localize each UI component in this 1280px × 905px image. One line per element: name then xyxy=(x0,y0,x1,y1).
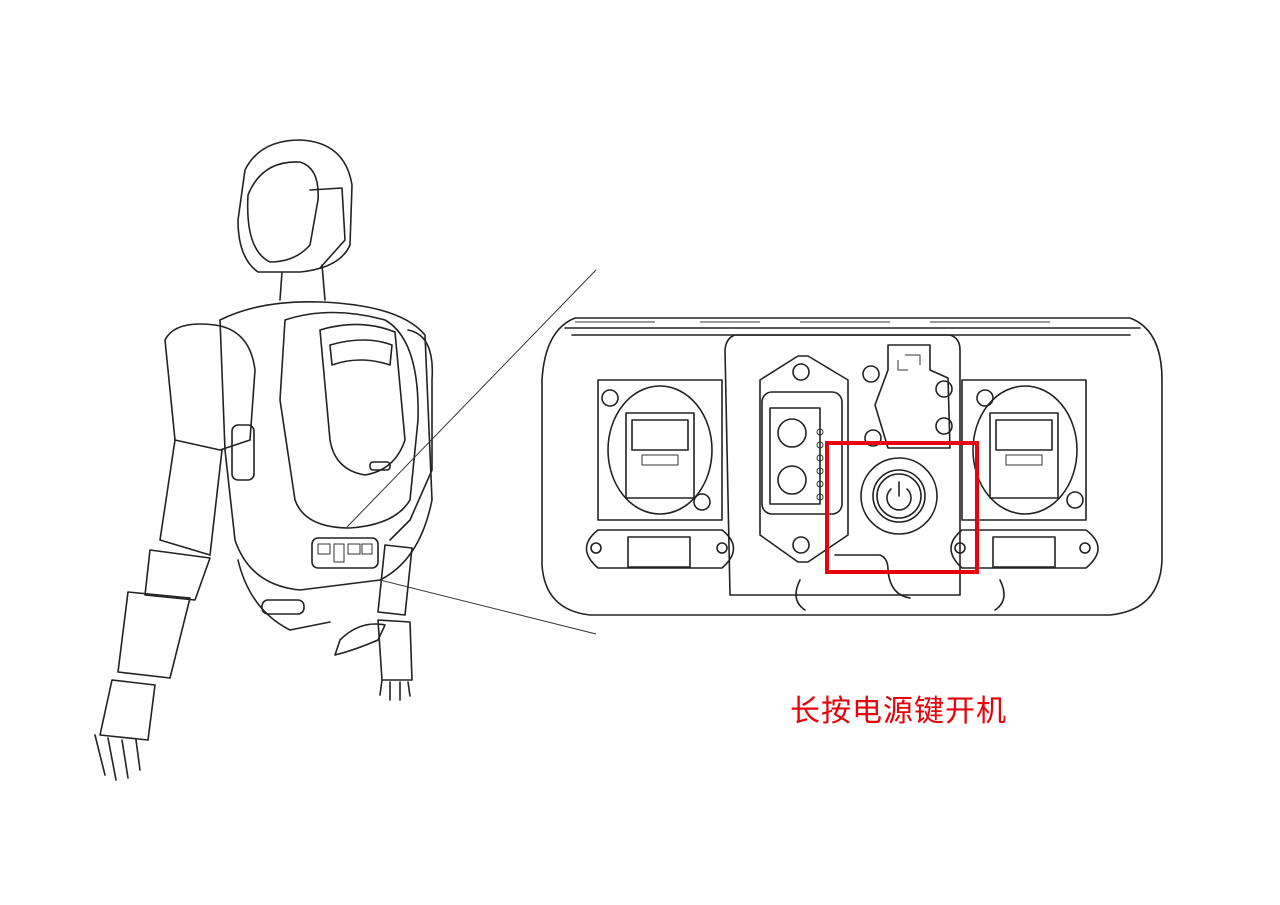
instruction-caption: 长按电源键开机 xyxy=(790,694,1007,729)
callout-line-top xyxy=(346,269,597,528)
charging-port-icon xyxy=(759,355,849,563)
callout-line-bottom xyxy=(379,579,597,635)
port-panel-closeup xyxy=(541,317,1163,616)
ethernet-port-icon xyxy=(597,379,723,521)
power-button-highlight xyxy=(825,441,979,574)
ethernet-port-icon xyxy=(961,379,1087,521)
power-button-icon xyxy=(860,457,938,535)
robot-back-illustration xyxy=(94,139,434,781)
